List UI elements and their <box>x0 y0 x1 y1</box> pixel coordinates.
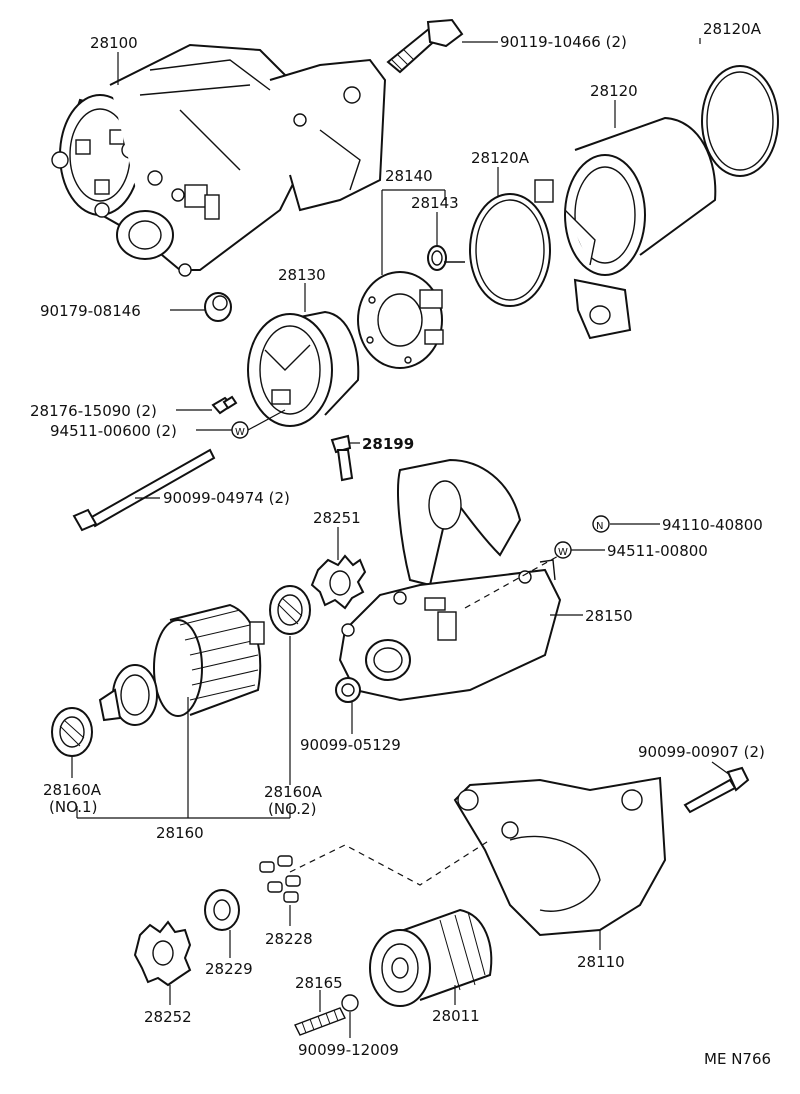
label-90099-04974: 90099-04974 (2) <box>163 489 290 507</box>
drive-housing-28110-part <box>453 776 667 937</box>
label-90099-00907: 90099-00907 (2) <box>638 743 765 761</box>
field-frame-28120-part <box>534 116 717 340</box>
nut-marker-n <box>592 515 610 533</box>
cap-90179-inner <box>212 295 228 311</box>
pins-28228-part <box>259 855 301 903</box>
label-28199: 28199 <box>362 435 414 453</box>
nut-marker-n-text: N <box>596 521 603 532</box>
leader-28140 <box>381 189 446 275</box>
label-94511-06: 94511-00600 (2) <box>50 422 177 440</box>
label-28011: 28011 <box>432 1007 480 1025</box>
label-90099-12009: 90099-12009 <box>298 1041 399 1059</box>
starter-assembly-part <box>51 43 387 277</box>
label-28120A-mid: 28120A <box>471 149 530 167</box>
dashed-assembly-line <box>289 839 491 886</box>
label-28110: 28110 <box>577 953 625 971</box>
washer-marker-w-2-text: W <box>558 547 568 558</box>
label-28228: 28228 <box>265 930 313 948</box>
label-28160A-2b: (NO.2) <box>268 800 316 818</box>
label-90119: 90119-10466 (2) <box>500 33 627 51</box>
washer-marker-w-2 <box>554 541 572 559</box>
o-ring-28120A-mid-inner <box>475 199 545 301</box>
label-28251: 28251 <box>313 509 361 527</box>
label-28130: 28130 <box>278 266 326 284</box>
brush-holder-28140-part <box>357 271 444 369</box>
through-bolt-90099-04974-part <box>72 448 216 532</box>
label-28165: 28165 <box>295 974 343 992</box>
end-frame-28130-part <box>247 310 360 427</box>
label-28150: 28150 <box>585 607 633 625</box>
bolt-90099-00907-part <box>683 766 750 814</box>
spring-28165-part <box>294 1007 346 1036</box>
bearing-28160A-no1-part <box>51 707 93 757</box>
label-28120A-top: 28120A <box>703 20 762 38</box>
leader-90099-00907 <box>711 761 731 776</box>
label-90099-05129: 90099-05129 <box>300 736 401 754</box>
diagram-code: ME N766 <box>704 1050 771 1068</box>
screw-28176-part <box>211 395 238 415</box>
gear-28251-part <box>310 554 367 610</box>
label-94511-08: 94511-00800 <box>607 542 708 560</box>
label-90179: 90179-08146 <box>40 302 141 320</box>
armature-28160-part <box>98 603 265 726</box>
collar-28229-part <box>204 889 240 931</box>
housing-28150-part <box>338 458 562 702</box>
gear-28252-part <box>133 920 192 987</box>
label-28229: 28229 <box>205 960 253 978</box>
label-28160: 28160 <box>156 824 204 842</box>
pinion-clutch-28011-part <box>369 908 493 1007</box>
label-94110: 94110-40800 <box>662 516 763 534</box>
label-28160A-1b: (NO.1) <box>49 798 97 816</box>
leader-94511-06-b <box>247 409 286 431</box>
label-28143: 28143 <box>411 194 459 212</box>
label-28160A-1: 28160A <box>43 781 102 799</box>
label-28100: 28100 <box>90 34 138 52</box>
label-28120: 28120 <box>590 82 638 100</box>
washer-marker-w-1 <box>231 421 249 439</box>
label-28176: 28176-15090 (2) <box>30 402 157 420</box>
o-ring-28120A-top-inner <box>706 71 774 171</box>
label-28160A-2: 28160A <box>264 783 323 801</box>
bolt-90119-part <box>386 18 464 74</box>
cap-90099-05129-part <box>335 677 361 703</box>
ball-90099-12009-part <box>341 994 359 1012</box>
bearing-28160A-no2-part <box>269 585 311 635</box>
washer-marker-w-1-text: W <box>235 427 245 438</box>
washer-dash-line <box>464 554 561 609</box>
label-28140: 28140 <box>385 167 433 185</box>
spring-28143-part <box>427 245 465 271</box>
bolt-28199-part <box>330 434 354 482</box>
label-28252: 28252 <box>144 1008 192 1026</box>
